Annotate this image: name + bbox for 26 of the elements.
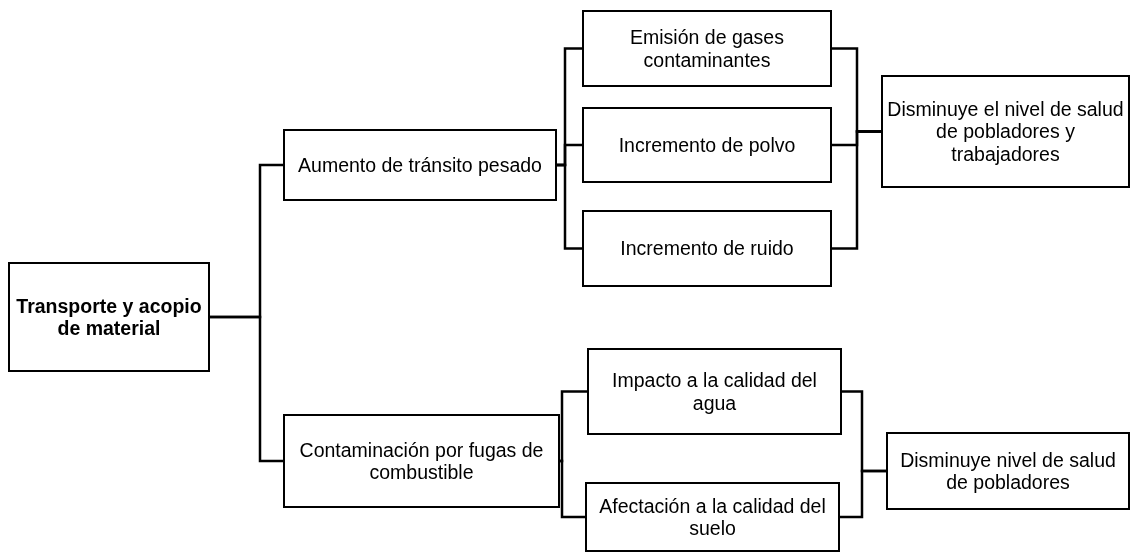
connector-line xyxy=(559,459,585,519)
process-box xyxy=(8,262,210,372)
box-label: Emisión de gases contaminantes xyxy=(629,26,785,71)
box-label: Disminuye el nivel de salud de pobladores y trabajadores xyxy=(886,97,1125,166)
box-label: Incremento de polvo xyxy=(618,133,796,157)
box-label: Impacto a la calidad del agua xyxy=(611,369,818,414)
box-label: Contaminación por fugas de combustible xyxy=(298,438,545,484)
box-label: Aumento de tránsito pesado xyxy=(298,153,542,177)
connector-line xyxy=(840,469,886,519)
process-box xyxy=(886,432,1130,510)
connector-line xyxy=(210,315,283,463)
process-box xyxy=(582,10,832,87)
process-box xyxy=(283,414,560,508)
process-box xyxy=(582,107,832,183)
process-box xyxy=(585,482,840,552)
process-box xyxy=(881,75,1130,188)
process-box xyxy=(582,210,832,287)
box-label: Disminuye nivel de salud de pobladores xyxy=(899,448,1117,494)
box-label: Incremento de ruido xyxy=(620,237,794,260)
box-label: Transporte y acopio de material xyxy=(15,294,203,340)
process-box xyxy=(283,129,557,201)
connector-line xyxy=(832,130,881,250)
box-label: Afectación a la calidad del suelo xyxy=(598,494,827,540)
connector-line xyxy=(559,390,587,463)
process-box xyxy=(587,348,842,435)
connector-line xyxy=(557,163,582,250)
